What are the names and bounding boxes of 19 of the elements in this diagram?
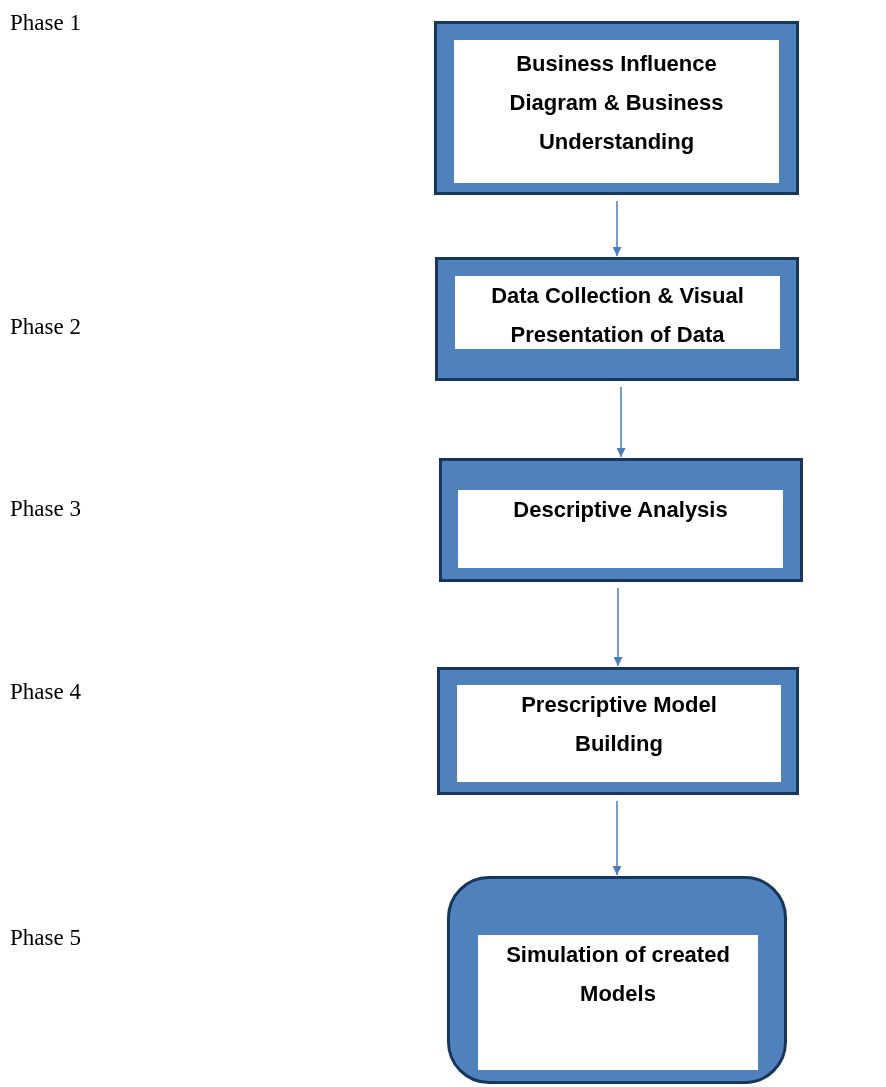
phase-label: Phase 4 — [10, 679, 81, 705]
phase-label: Phase 1 — [10, 10, 81, 36]
rounded-process-box — [447, 876, 787, 1084]
arrow — [616, 386, 626, 458]
process-box — [437, 667, 799, 795]
phase-label: Phase 2 — [10, 314, 81, 340]
step-label: Descriptive Analysis — [512, 496, 729, 524]
arrow — [613, 587, 623, 667]
process-box — [434, 21, 799, 195]
step-label: Prescriptive Model Building — [520, 691, 718, 758]
step-label: Data Collection & Visual Presentation of Data — [490, 282, 745, 349]
step-label: Business Influence Diagram & Business Understanding — [508, 50, 725, 156]
process-box — [435, 257, 799, 381]
process-box — [439, 458, 803, 582]
arrow — [612, 800, 622, 876]
phase-label: Phase 3 — [10, 496, 81, 522]
step-label: Simulation of created Models — [505, 941, 731, 1008]
arrow — [612, 200, 622, 257]
phase-label: Phase 5 — [10, 925, 81, 951]
